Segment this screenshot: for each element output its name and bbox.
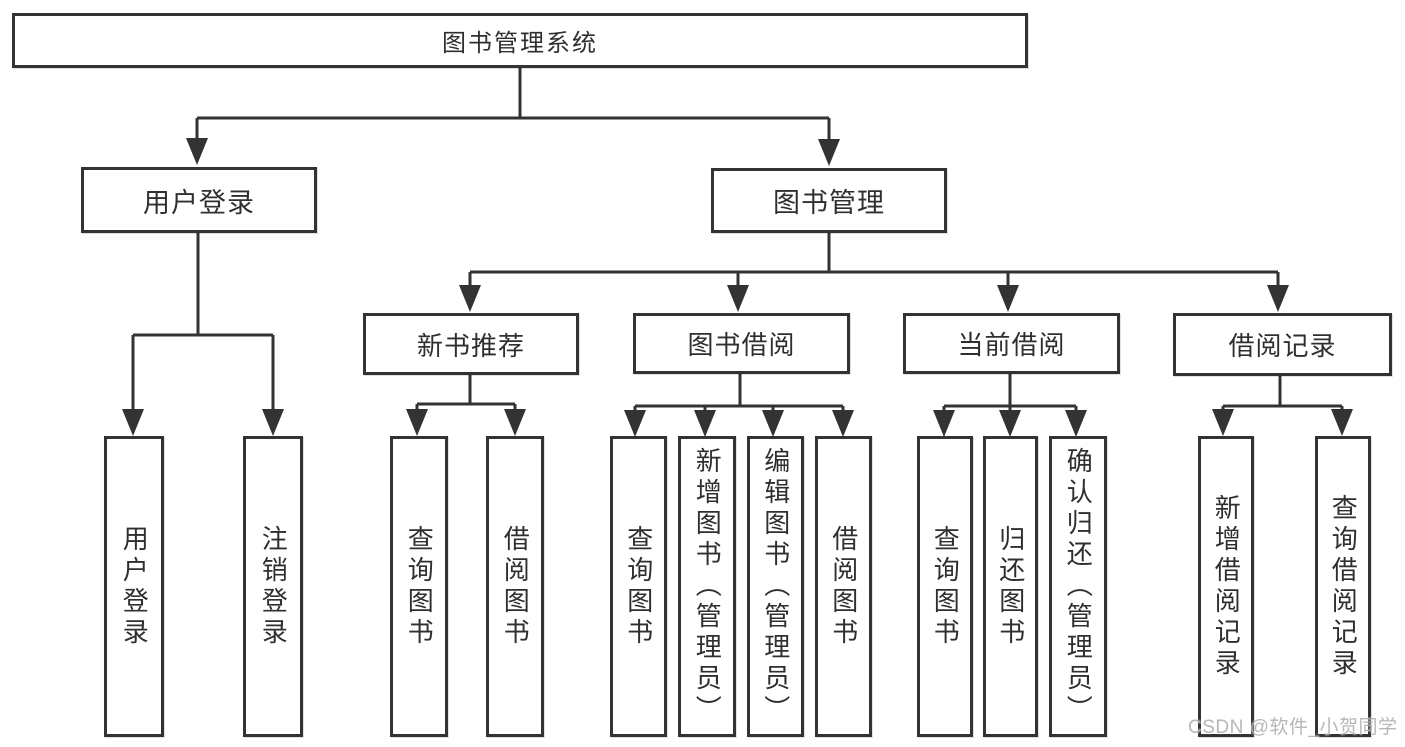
leaf-nbr-query-books: 查询图书	[390, 436, 448, 737]
node-current-borrow: 当前借阅	[903, 313, 1120, 374]
node-root: 图书管理系统	[12, 13, 1028, 68]
node-new-book-recommend-label: 新书推荐	[416, 330, 525, 361]
leaf-bb-query-books: 查询图书	[610, 436, 667, 737]
leaf-br-query-borrow-record: 查询借阅记录	[1315, 436, 1371, 737]
arrowheads	[122, 138, 1353, 437]
leaf-bb-borrow-books-label: 借阅图书	[828, 524, 859, 649]
leaf-nbr-borrow-books-label: 借阅图书	[500, 524, 531, 649]
leaf-cb-return-books: 归还图书	[983, 436, 1038, 737]
leaf-bb-add-book-admin-label: 新增图书（管理员）	[692, 447, 723, 726]
node-book-borrow: 图书借阅	[633, 313, 850, 374]
leaf-cb-query-books-label: 查询图书	[930, 524, 961, 649]
leaf-logout-label: 注销登录	[258, 524, 289, 649]
leaf-br-add-borrow-record-label: 新增借阅记录	[1211, 493, 1242, 680]
leaf-nbr-query-books-label: 查询图书	[404, 524, 435, 649]
node-user-login: 用户登录	[81, 167, 317, 233]
leaf-br-query-borrow-record-label: 查询借阅记录	[1328, 493, 1359, 680]
node-new-book-recommend: 新书推荐	[363, 313, 579, 375]
leaf-nbr-borrow-books: 借阅图书	[486, 436, 544, 737]
leaf-cb-confirm-return-admin: 确认归还（管理员）	[1049, 436, 1107, 737]
leaf-bb-add-book-admin: 新增图书（管理员）	[678, 436, 736, 737]
leaf-bb-edit-book-admin-label: 编辑图书（管理员）	[760, 447, 791, 726]
csdn-watermark: CSDN @软件_小贺同学	[1188, 717, 1398, 738]
node-book-management-label: 图书管理	[773, 188, 885, 218]
node-book-borrow-label: 图书借阅	[687, 330, 796, 360]
leaf-bb-query-books-label: 查询图书	[623, 524, 654, 649]
leaf-cb-return-books-label: 归还图书	[995, 524, 1026, 649]
leaf-cb-confirm-return-admin-label: 确认归还（管理员）	[1063, 447, 1094, 726]
node-current-borrow-label: 当前借阅	[957, 330, 1066, 360]
node-root-label: 图书管理系统	[442, 30, 598, 57]
node-book-management: 图书管理	[711, 168, 947, 233]
node-borrow-records: 借阅记录	[1173, 313, 1392, 376]
leaf-cb-query-books: 查询图书	[917, 436, 973, 737]
leaf-user-login-label: 用户登录	[119, 524, 150, 649]
node-user-login-label: 用户登录	[143, 187, 255, 218]
leaf-bb-edit-book-admin: 编辑图书（管理员）	[747, 436, 804, 737]
leaf-bb-borrow-books: 借阅图书	[815, 436, 872, 737]
node-borrow-records-label: 借阅记录	[1228, 331, 1337, 361]
leaf-br-add-borrow-record: 新增借阅记录	[1198, 436, 1254, 737]
leaf-logout: 注销登录	[243, 436, 303, 737]
leaf-user-login: 用户登录	[104, 436, 164, 737]
